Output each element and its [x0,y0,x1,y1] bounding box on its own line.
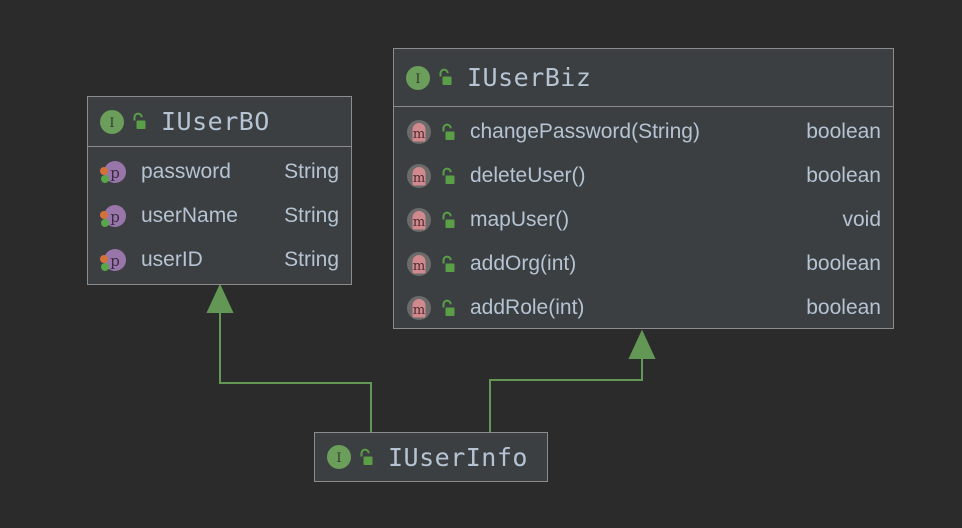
relation-iuserinfo-to-iuserbo[interactable] [206,283,372,432]
svg-text:I: I [415,72,420,87]
svg-text:m: m [413,259,425,274]
svg-text:p: p [110,208,120,226]
method-name: addRole(int) [470,296,585,319]
property-row-userid[interactable]: p userID String [88,238,351,282]
svg-text:p: p [110,164,120,182]
svg-text:I: I [109,116,114,131]
method-row-addrole[interactable]: m addRole(int) boolean [394,286,893,330]
property-name: password [141,160,231,183]
method-icon: m [405,119,433,145]
unlocked-padlock-icon [439,211,456,230]
svg-text:m: m [413,171,425,186]
method-name: deleteUser() [470,164,586,187]
method-return-type: boolean [806,296,881,319]
svg-text:I: I [336,451,341,466]
method-icon: m [405,251,433,277]
method-return-type: boolean [806,252,881,275]
method-name: changePassword(String) [470,120,700,143]
svg-text:m: m [413,303,425,318]
method-row-changepassword[interactable]: m changePassword(String) boolean [394,110,893,154]
svg-text:p: p [110,252,120,270]
method-name: mapUser() [470,208,570,231]
class-header-iuserbo: I IUserBO [88,97,351,147]
property-type: String [284,248,339,271]
method-return-type: boolean [806,120,881,143]
class-box-iuserbiz[interactable]: I IUserBiz m [393,48,894,329]
property-icon: p [99,247,127,273]
unlocked-padlock-icon [357,448,374,467]
unlocked-padlock-icon [439,299,456,318]
property-type: String [284,160,339,183]
members-list-iuserbo: p password String p userName String [88,147,351,288]
members-list-iuserbiz: m changePassword(String) boolean [394,107,893,336]
unlocked-padlock-icon [436,68,453,87]
class-box-iuserbo[interactable]: I IUserBO p [87,96,352,285]
svg-text:m: m [413,127,425,142]
property-type: String [284,204,339,227]
class-name-iuserbo: IUserBO [161,107,270,136]
property-icon: p [99,159,127,185]
svg-text:m: m [413,215,425,230]
interface-icon: I [326,444,352,470]
property-row-password[interactable]: p password String [88,150,351,194]
class-name-iuserbiz: IUserBiz [467,63,592,92]
method-row-mapuser[interactable]: m mapUser() void [394,198,893,242]
unlocked-padlock-icon [130,112,147,131]
property-row-username[interactable]: p userName String [88,194,351,238]
class-name-iuserinfo: IUserInfo [388,442,528,472]
method-row-addorg[interactable]: m addOrg(int) boolean [394,242,893,286]
unlocked-padlock-icon [439,123,456,142]
interface-icon: I [405,65,431,91]
method-row-deleteuser[interactable]: m deleteUser() boolean [394,154,893,198]
class-box-iuserinfo[interactable]: I IUserInfo [314,432,548,482]
method-icon: m [405,295,433,321]
method-name: addOrg(int) [470,252,577,275]
unlocked-padlock-icon [439,255,456,274]
property-name: userName [141,204,238,227]
method-return-type: boolean [806,164,881,187]
method-return-type: void [842,208,881,231]
generalization-arrowhead [206,283,234,313]
unlocked-padlock-icon [439,167,456,186]
property-icon: p [99,203,127,229]
property-name: userID [141,248,203,271]
method-icon: m [405,207,433,233]
class-header-iuserbiz: I IUserBiz [394,49,893,107]
class-header-iuserinfo: I IUserInfo [315,433,547,481]
method-icon: m [405,163,433,189]
interface-icon: I [99,109,125,135]
relation-iuserinfo-to-iuserbiz[interactable] [489,329,656,432]
